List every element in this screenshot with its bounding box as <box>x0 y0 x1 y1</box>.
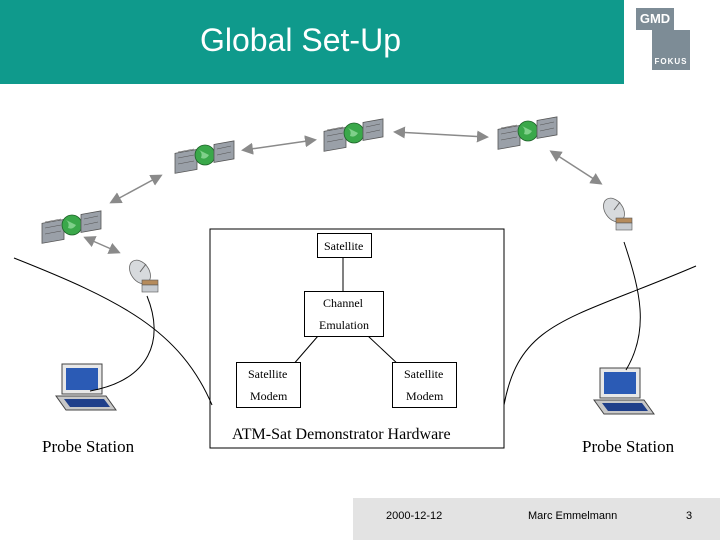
logo-gmd-text: GMD <box>636 8 674 30</box>
logo-notch <box>636 30 652 48</box>
satellite-box: Satellite <box>317 233 372 258</box>
hardware-label: ATM-Sat Demonstrator Hardware <box>232 426 451 443</box>
footer-bar <box>353 498 720 540</box>
satellite-dish-icon <box>598 193 633 231</box>
cables <box>13 241 697 406</box>
satellite-icon <box>174 140 235 174</box>
logo-block <box>652 30 690 54</box>
footer-date: 2000-12-12 <box>386 510 443 522</box>
modem-left-box: Satellite Modem <box>236 362 301 408</box>
channel-label-line1: Channel <box>323 296 363 310</box>
probe-station-left-label: Probe Station <box>42 437 135 456</box>
title-bar <box>0 0 624 84</box>
page-title: Global Set-Up <box>200 22 401 58</box>
satellite-icon <box>323 118 384 152</box>
logo-fokus-text: FOKUS <box>652 54 690 70</box>
satellite-icon <box>497 116 558 150</box>
link-arrows <box>83 126 603 254</box>
satellite-dish-icon <box>124 255 159 293</box>
internal-links <box>291 258 401 367</box>
modem-right-box: Satellite Modem <box>392 362 457 408</box>
satellite-box-label: Satellite <box>324 239 364 253</box>
channel-label-line2: Emulation <box>319 318 369 332</box>
modem-left-line2: Modem <box>250 389 288 403</box>
probe-station-right-label: Probe Station <box>582 437 675 456</box>
modem-right-line2: Modem <box>406 389 444 403</box>
satellite-icon <box>41 210 102 244</box>
modem-right-line1: Satellite <box>404 367 444 381</box>
channel-emulation-box: Channel Emulation <box>304 291 384 337</box>
footer-author: Marc Emmelmann <box>528 510 618 522</box>
modem-left-line1: Satellite <box>248 367 288 381</box>
hardware-box <box>209 228 505 449</box>
footer-page-number: 3 <box>686 510 693 522</box>
laptop-icon <box>593 367 655 415</box>
